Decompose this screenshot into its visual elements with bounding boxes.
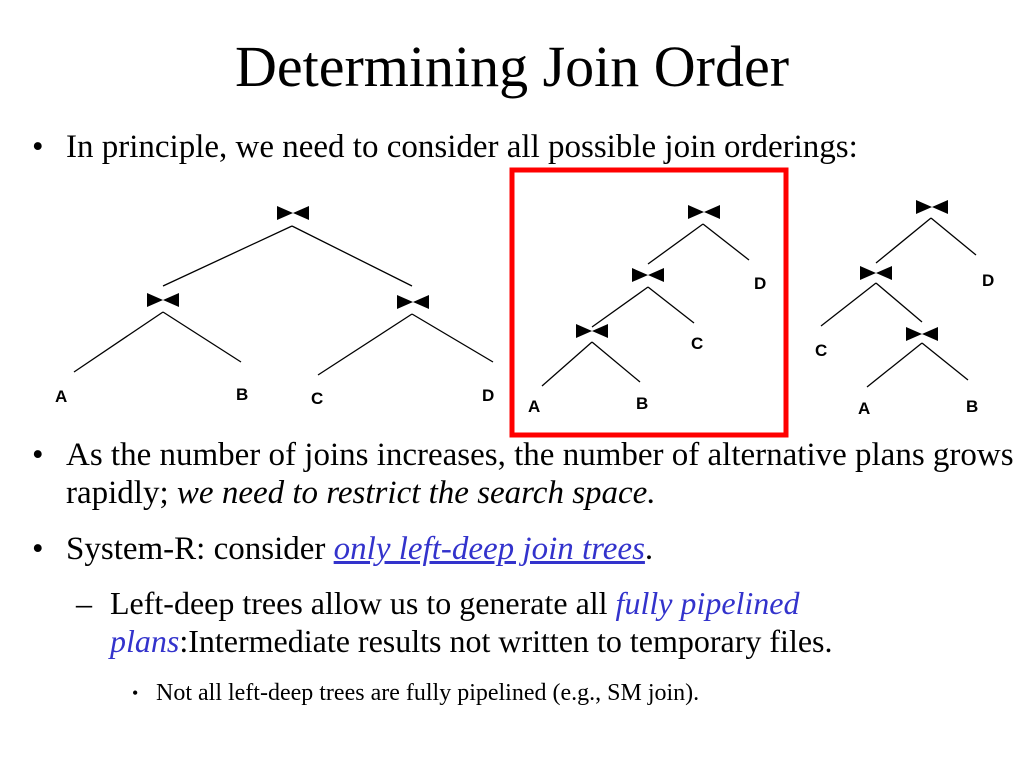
leaf-b: B <box>966 397 978 416</box>
bullet-text-plain: As the number of joins increases, the nu… <box>66 437 1014 511</box>
leaf-d: D <box>482 386 494 405</box>
bullet-system-r: • System-R: consider only left-deep join… <box>32 530 932 568</box>
join-icon <box>277 206 309 220</box>
slide-title: Determining Join Order <box>234 34 790 99</box>
bullet-marker: • <box>32 129 44 165</box>
leaf-b: B <box>636 394 648 413</box>
mixed-join-tree: C A B D <box>815 200 994 418</box>
join-icon <box>906 327 938 341</box>
join-icon <box>147 293 179 307</box>
bullet-search-space: • As the number of joins increases, the … <box>32 436 1022 512</box>
join-icon <box>688 205 720 219</box>
leaf-c: C <box>311 389 323 408</box>
fully-pipelined-term: fully pipelined plans <box>110 585 800 659</box>
bullet-marker: • <box>32 437 44 473</box>
bullet-text-italic: we need to restrict the search space. <box>176 475 656 511</box>
bullet-marker: • <box>32 531 44 567</box>
sub-sub-bullet-text: Not all left-deep trees are fully pipeli… <box>156 680 700 706</box>
leaf-c: C <box>691 334 703 353</box>
join-icon <box>860 266 892 280</box>
join-icon <box>916 200 948 214</box>
bushy-join-tree: A B C D <box>55 206 494 408</box>
small-bullet-marker: • <box>132 683 139 703</box>
left-deep-join-tree: A B C D <box>528 205 766 416</box>
bullet-all-orderings: • In principle, we need to consider all … <box>32 128 872 166</box>
join-icon <box>576 324 608 338</box>
bullet-text-end: :Intermediate results not written to tem… <box>179 623 833 659</box>
sub-sub-bullet-sm-join: • Not all left-deep trees are fully pipe… <box>132 678 992 708</box>
bullet-text-end: . <box>644 531 654 567</box>
sub-bullet-text: Left-deep trees allow us to generate all… <box>110 584 1021 660</box>
dash-marker: – <box>76 585 92 621</box>
bullet-text-plain: System-R: consider <box>66 531 334 567</box>
leaf-b: B <box>236 385 248 404</box>
join-icon <box>397 295 429 309</box>
leaf-c: C <box>815 341 827 360</box>
bullet-text: In principle, we need to consider all po… <box>66 129 858 165</box>
bullet-text: System-R: consider only left-deep join t… <box>66 530 932 568</box>
bullet-text: As the number of joins increases, the nu… <box>66 436 1022 512</box>
join-icon <box>632 268 664 282</box>
leaf-d: D <box>982 271 994 290</box>
highlight-box <box>509 167 789 438</box>
leaf-a: A <box>858 399 870 418</box>
leaf-a: A <box>55 387 67 406</box>
leaf-a: A <box>528 397 540 416</box>
sub-bullet-pipelined: – Left-deep trees allow us to generate a… <box>76 584 1021 660</box>
leaf-d: D <box>754 274 766 293</box>
bullet-text-plain: Left-deep trees allow us to generate all <box>110 585 616 621</box>
left-deep-link[interactable]: only left-deep join trees <box>333 531 645 567</box>
